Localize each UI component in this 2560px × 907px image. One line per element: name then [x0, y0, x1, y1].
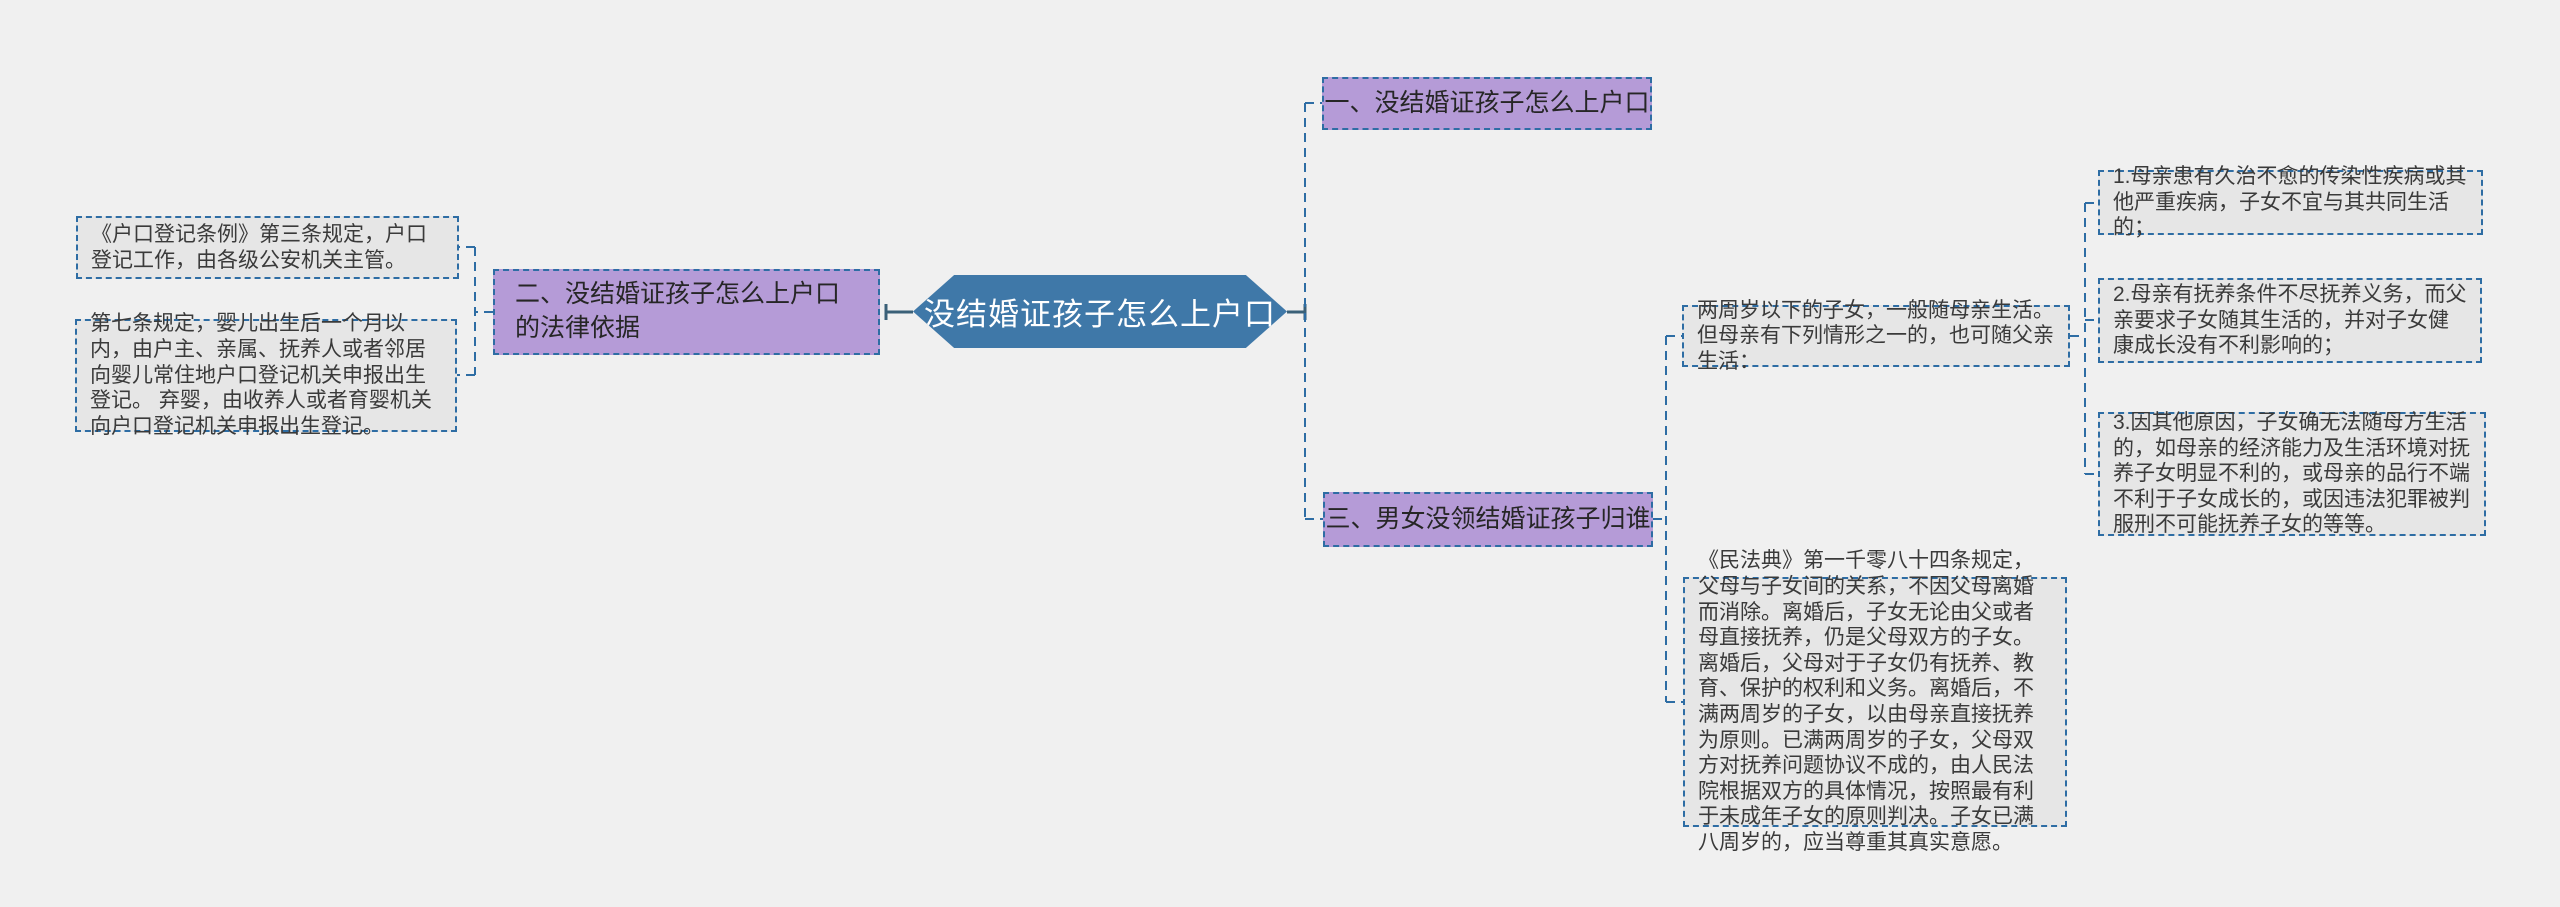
- detail-node-law2-text: 第七条规定，婴儿出生后一个月以内，由户主、亲属、抚养人或者邻居向婴儿常住地户口登…: [90, 312, 432, 438]
- detail-node-law1-text: 《户口登记条例》第三条规定，户口登记工作，由各级公安机关主管。: [91, 222, 427, 272]
- detail-node-custody-intro-text: 两周岁以下的子女，一般随母亲生活。但母亲有下列情形之一的，也可随父亲生活：: [1697, 298, 2054, 373]
- topic-node-3-label: 三、男女没领结婚证孩子归谁: [1325, 504, 1651, 533]
- topic-node-2[interactable]: 二、没结婚证孩子怎么上户口的法律依据: [493, 269, 880, 355]
- detail-node-condition-3-text: 3.因其他原因，子女确无法随母方生活的，如母亲的经济能力及生活环境对抚养子女明显…: [2113, 410, 2470, 537]
- detail-node-condition-2[interactable]: 2.母亲有抚养条件不尽抚养义务，而父亲要求子女随其生活的，并对子女健康成长没有不…: [2098, 278, 2482, 363]
- detail-node-law2[interactable]: 第七条规定，婴儿出生后一个月以内，由户主、亲属、抚养人或者邻居向婴儿常住地户口登…: [75, 312, 457, 438]
- detail-node-law1[interactable]: 《户口登记条例》第三条规定，户口登记工作，由各级公安机关主管。: [76, 216, 459, 279]
- topic-node-1-label: 一、没结婚证孩子怎么上户口: [1324, 88, 1650, 117]
- detail-node-civil-code-text: 《民法典》第一千零八十四条规定，父母与子女间的关系，不因父母离婚而消除。离婚后，…: [1698, 549, 2034, 855]
- root-node[interactable]: 没结婚证孩子怎么上户口: [913, 275, 1287, 348]
- detail-node-custody-intro[interactable]: 两周岁以下的子女，一般随母亲生活。但母亲有下列情形之一的，也可随父亲生活：: [1682, 299, 2070, 373]
- detail-node-condition-1[interactable]: 1.母亲患有久治不愈的传染性疾病或其他严重疾病，子女不宜与其共同生活的；: [2098, 165, 2483, 239]
- detail-node-condition-1-text: 1.母亲患有久治不愈的传染性疾病或其他严重疾病，子女不宜与其共同生活的；: [2113, 165, 2467, 240]
- detail-node-condition-2-text: 2.母亲有抚养条件不尽抚养义务，而父亲要求子女随其生活的，并对子女健康成长没有不…: [2113, 283, 2467, 358]
- topic-node-1[interactable]: 一、没结婚证孩子怎么上户口: [1322, 77, 1652, 130]
- topic-node-2-label: 二、没结婚证孩子怎么上户口的法律依据: [515, 280, 841, 342]
- topic-node-3[interactable]: 三、男女没领结婚证孩子归谁: [1323, 492, 1653, 547]
- root-node-label: 没结婚证孩子怎么上户口: [924, 297, 1276, 332]
- detail-node-condition-3[interactable]: 3.因其他原因，子女确无法随母方生活的，如母亲的经济能力及生活环境对抚养子女明显…: [2098, 410, 2486, 537]
- detail-node-civil-code[interactable]: 《民法典》第一千零八十四条规定，父母与子女间的关系，不因父母离婚而消除。离婚后，…: [1683, 549, 2067, 854]
